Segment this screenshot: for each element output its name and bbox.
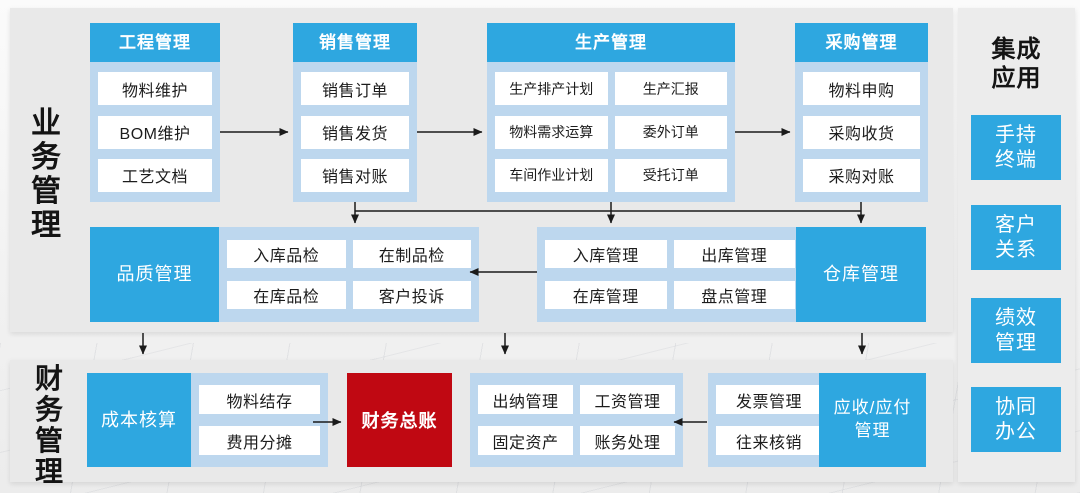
cost-item: 物料结存 [199, 385, 320, 414]
production-items: 生产排产计划 生产汇报 物料需求运算 委外订单 车间作业计划 受托订单 [487, 62, 735, 202]
cashier-item: 出纳管理 [478, 385, 573, 414]
sidebar-item-collaborative-office: 协同 办公 [971, 387, 1061, 452]
sales-items: 销售订单 销售发货 销售对账 [293, 62, 417, 202]
quality-item: 入库品检 [227, 240, 346, 268]
quality-item: 客户投诉 [352, 281, 471, 309]
engineering-item: BOM维护 [98, 115, 212, 149]
finance-section-label: 财务管理 [34, 363, 63, 487]
sales-header: 销售管理 [293, 23, 417, 62]
invoice-items-panel: 发票管理 往来核销 [708, 373, 830, 467]
cashier-item: 账务处理 [580, 426, 675, 455]
warehouse-item: 出库管理 [673, 240, 795, 268]
warehouse-item: 在库管理 [545, 281, 667, 309]
procurement-header: 采购管理 [795, 23, 928, 62]
engineering-items: 物料维护 BOM维护 工艺文档 [90, 62, 220, 202]
invoice-item: 往来核销 [716, 426, 822, 455]
business-section-label: 业务管理 [31, 107, 61, 242]
engineering-panel: 工程管理 物料维护 BOM维护 工艺文档 [90, 23, 220, 202]
sidebar-item-performance-management: 绩效 管理 [971, 298, 1061, 363]
production-item: 车间作业计划 [495, 158, 608, 192]
general-ledger-box: 财务总账 [347, 373, 452, 467]
cashier-item: 工资管理 [580, 385, 675, 414]
production-item: 生产汇报 [614, 72, 727, 106]
procurement-panel: 采购管理 物料申购 采购收货 采购对账 [795, 23, 928, 202]
integration-sidebar: 集成 应用 手持 终端 客户 关系 绩效 管理 协同 办公 [958, 8, 1075, 482]
warehouse-items-panel: 入库管理 出库管理 在库管理 盘点管理 [537, 227, 803, 322]
warehouse-item: 盘点管理 [673, 281, 795, 309]
warehouse-management-box: 仓库管理 [796, 227, 926, 322]
quality-item: 在制品检 [352, 240, 471, 268]
engineering-header: 工程管理 [90, 23, 220, 62]
production-header: 生产管理 [487, 23, 735, 62]
cashier-item: 固定资产 [478, 426, 573, 455]
integration-title: 集成 应用 [991, 36, 1042, 92]
sidebar-item-customer-relations: 客户 关系 [971, 205, 1061, 270]
cost-accounting-box: 成本核算 [87, 373, 191, 467]
sidebar-item-handheld-terminal: 手持 终端 [971, 115, 1061, 180]
production-item: 受托订单 [614, 158, 727, 192]
engineering-item: 物料维护 [98, 72, 212, 106]
procurement-item: 物料申购 [803, 72, 920, 106]
sales-item: 销售发货 [301, 115, 409, 149]
sales-item: 销售订单 [301, 72, 409, 106]
production-item: 物料需求运算 [495, 115, 608, 149]
cashier-items-panel: 出纳管理 工资管理 固定资产 账务处理 [470, 373, 683, 467]
procurement-items: 物料申购 采购收货 采购对账 [795, 62, 928, 202]
engineering-item: 工艺文档 [98, 158, 212, 192]
procurement-item: 采购对账 [803, 158, 920, 192]
cost-items-panel: 物料结存 费用分摊 [191, 373, 328, 467]
sales-item: 销售对账 [301, 158, 409, 192]
quality-item: 在库品检 [227, 281, 346, 309]
quality-management-box: 品质管理 [90, 227, 219, 322]
production-item: 生产排产计划 [495, 72, 608, 106]
production-item: 委外订单 [614, 115, 727, 149]
procurement-item: 采购收货 [803, 115, 920, 149]
quality-items-panel: 入库品检 在制品检 在库品检 客户投诉 [219, 227, 479, 322]
production-panel: 生产管理 生产排产计划 生产汇报 物料需求运算 委外订单 车间作业计划 受托订单 [487, 23, 735, 202]
invoice-item: 发票管理 [716, 385, 822, 414]
ar-ap-management-box: 应收/应付 管理 [819, 373, 926, 467]
cost-item: 费用分摊 [199, 426, 320, 455]
warehouse-item: 入库管理 [545, 240, 667, 268]
sales-panel: 销售管理 销售订单 销售发货 销售对账 [293, 23, 417, 202]
